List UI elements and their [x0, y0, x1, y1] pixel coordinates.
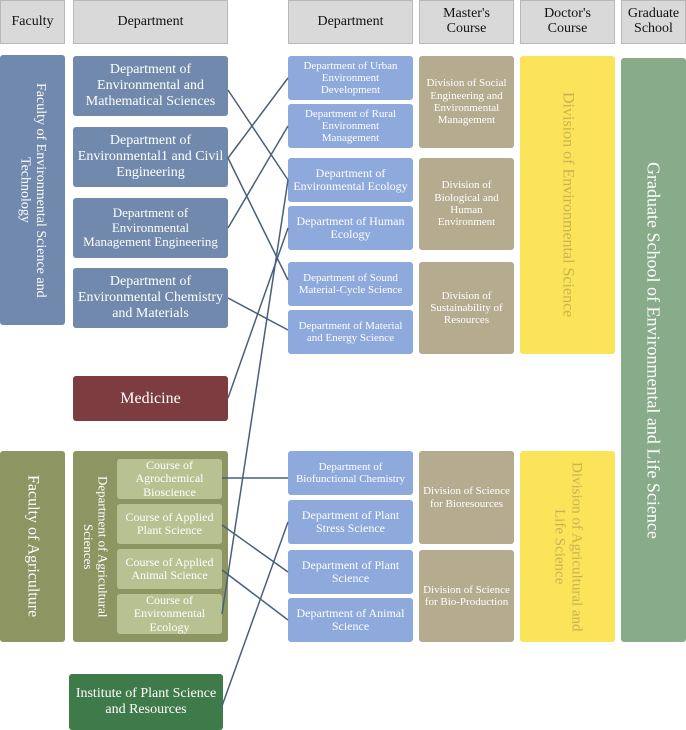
masters-bioresources: Division of Science for Bioresources	[419, 451, 514, 544]
dept-env-mgmt: Department of Environmental Management E…	[73, 198, 228, 258]
link-env-chem-to-material-energy	[227, 297, 289, 331]
grad-dept-rural-label: Department of Rural Environment Manageme…	[304, 107, 397, 145]
dept-env-civil-label: Department of Environmental1 and Civil E…	[77, 133, 224, 180]
grad-dept-rural: Department of Rural Environment Manageme…	[288, 104, 413, 148]
course-applied-plant-label: Course of Applied Plant Science	[125, 509, 214, 537]
header-doctors: Doctor's Course	[520, 0, 615, 44]
grad-dept-sound-cycle: Department of Sound Material-Cycle Scien…	[288, 262, 413, 306]
doctors-env-science-label: Division of Environmental Science	[559, 92, 577, 318]
grad-dept-plant-science-label: Department of Plant Science	[301, 557, 400, 585]
grad-dept-sound-cycle-label: Department of Sound Material-Cycle Scien…	[298, 271, 403, 296]
header-department-right-label: Department	[317, 13, 384, 29]
link-env-mgmt-to-rural	[227, 125, 289, 229]
grad-dept-material-energy: Department of Material and Energy Scienc…	[288, 310, 413, 354]
grad-dept-urban: Department of Urban Environment Developm…	[288, 56, 413, 100]
masters-bio-human-label: Division of Biological and Human Environ…	[434, 179, 499, 229]
masters-social-eng-label: Division of Social Engineering and Envir…	[426, 77, 507, 127]
grad-dept-urban-label: Department of Urban Environment Developm…	[303, 59, 398, 97]
grad-dept-plant-science: Department of Plant Science	[288, 550, 413, 594]
faculty-agriculture: Faculty of Agriculture	[0, 451, 65, 642]
course-applied-animal-label: Course of Applied Animal Science	[125, 554, 214, 582]
masters-social-eng: Division of Social Engineering and Envir…	[419, 56, 514, 148]
grad-dept-animal-science-label: Department of Animal Science	[296, 605, 405, 633]
dept-env-math-label: Department of Environmental and Mathemat…	[85, 62, 216, 109]
header-department-left: Department	[73, 0, 228, 44]
dept-env-civil: Department of Environmental1 and Civil E…	[73, 127, 228, 187]
dept-env-chem-label: Department of Environmental Chemistry an…	[77, 274, 224, 321]
doctors-agri-life: Division of Agricultural and Life Scienc…	[520, 451, 615, 642]
link-institute-to-plant-stress	[221, 521, 289, 707]
grad-dept-biofunctional-label: Department of Biofunctional Chemistry	[295, 460, 406, 485]
masters-bio-production-label: Division of Science for Bio-Production	[423, 583, 510, 608]
grad-dept-env-ecology: Department of Environmental Ecology	[288, 158, 413, 202]
course-applied-animal: Course of Applied Animal Science	[117, 549, 222, 589]
header-doctors-label: Doctor's Course	[544, 6, 591, 36]
masters-bio-production: Division of Science for Bio-Production	[419, 550, 514, 642]
grad-dept-human-ecology-label: Department of Human Ecology	[296, 213, 405, 241]
course-env-ecology-label: Course of Environmental Ecology	[133, 592, 206, 634]
grad-dept-human-ecology: Department of Human Ecology	[288, 206, 413, 250]
header-graduate: Graduate School	[621, 0, 686, 44]
institute-plant-science-label: Institute of Plant Science and Resources	[75, 686, 217, 717]
link-env-civil-to-sound-cycle	[227, 157, 289, 281]
dept-medicine-label: Medicine	[120, 389, 181, 407]
dept-env-mgmt-label: Department of Environmental Management E…	[83, 205, 218, 250]
link-applied-animal-to-animal-science	[221, 569, 289, 621]
institute-plant-science: Institute of Plant Science and Resources	[69, 674, 223, 730]
grad-dept-env-ecology-label: Department of Environmental Ecology	[293, 165, 408, 193]
grad-dept-biofunctional: Department of Biofunctional Chemistry	[288, 451, 413, 495]
header-graduate-label: Graduate School	[627, 6, 680, 36]
masters-sustainability-label: Division of Sustainability of Resources	[430, 289, 503, 327]
course-env-ecology: Course of Environmental Ecology	[117, 592, 222, 634]
dept-agricultural-sciences-title: Department of Agricultural Sciences	[76, 454, 114, 639]
link-env-civil-to-urban	[227, 77, 289, 159]
dept-medicine: Medicine	[73, 376, 228, 421]
grad-dept-plant-stress-label: Department of Plant Stress Science	[301, 507, 400, 535]
header-faculty: Faculty	[0, 0, 65, 44]
graduate-school: Graduate School of Environmental and Lif…	[621, 58, 686, 642]
graduate-school-label: Graduate School of Environmental and Lif…	[643, 161, 664, 539]
header-masters-label: Master's Course	[443, 6, 490, 36]
doctors-env-science: Division of Environmental Science	[520, 56, 615, 354]
header-faculty-label: Faculty	[11, 13, 54, 29]
link-applied-plant-to-plant-science	[221, 524, 289, 573]
faculty-env-science-label: Faculty of Environmental Science and Tec…	[17, 82, 49, 298]
course-agrochemical-label: Course of Agrochemical Bioscience	[135, 457, 204, 499]
link-env-ecology-course-to-env-ecology	[221, 179, 289, 615]
header-department-left-label: Department	[117, 13, 184, 29]
doctors-agri-life-label: Division of Agricultural and Life Scienc…	[551, 461, 585, 632]
grad-dept-material-energy-label: Department of Material and Energy Scienc…	[298, 319, 403, 344]
course-applied-plant: Course of Applied Plant Science	[117, 504, 222, 544]
dept-env-math: Department of Environmental and Mathemat…	[73, 56, 228, 116]
dept-env-chem: Department of Environmental Chemistry an…	[73, 268, 228, 328]
course-agrochemical: Course of Agrochemical Bioscience	[117, 457, 222, 499]
faculty-agriculture-label: Faculty of Agriculture	[24, 475, 42, 618]
header-masters: Master's Course	[419, 0, 514, 44]
link-medicine-to-human-ecology	[227, 227, 289, 399]
link-env-math-to-env-ecology	[227, 89, 289, 181]
header-department-right: Department	[288, 0, 413, 44]
faculty-env-science: Faculty of Environmental Science and Tec…	[0, 55, 65, 325]
dept-agricultural-sciences-label: Department of Agricultural Sciences	[81, 475, 111, 618]
masters-sustainability: Division of Sustainability of Resources	[419, 262, 514, 354]
grad-dept-plant-stress: Department of Plant Stress Science	[288, 500, 413, 544]
grad-dept-animal-science: Department of Animal Science	[288, 598, 413, 642]
masters-bio-human: Division of Biological and Human Environ…	[419, 158, 514, 250]
masters-bioresources-label: Division of Science for Bioresources	[423, 485, 510, 510]
